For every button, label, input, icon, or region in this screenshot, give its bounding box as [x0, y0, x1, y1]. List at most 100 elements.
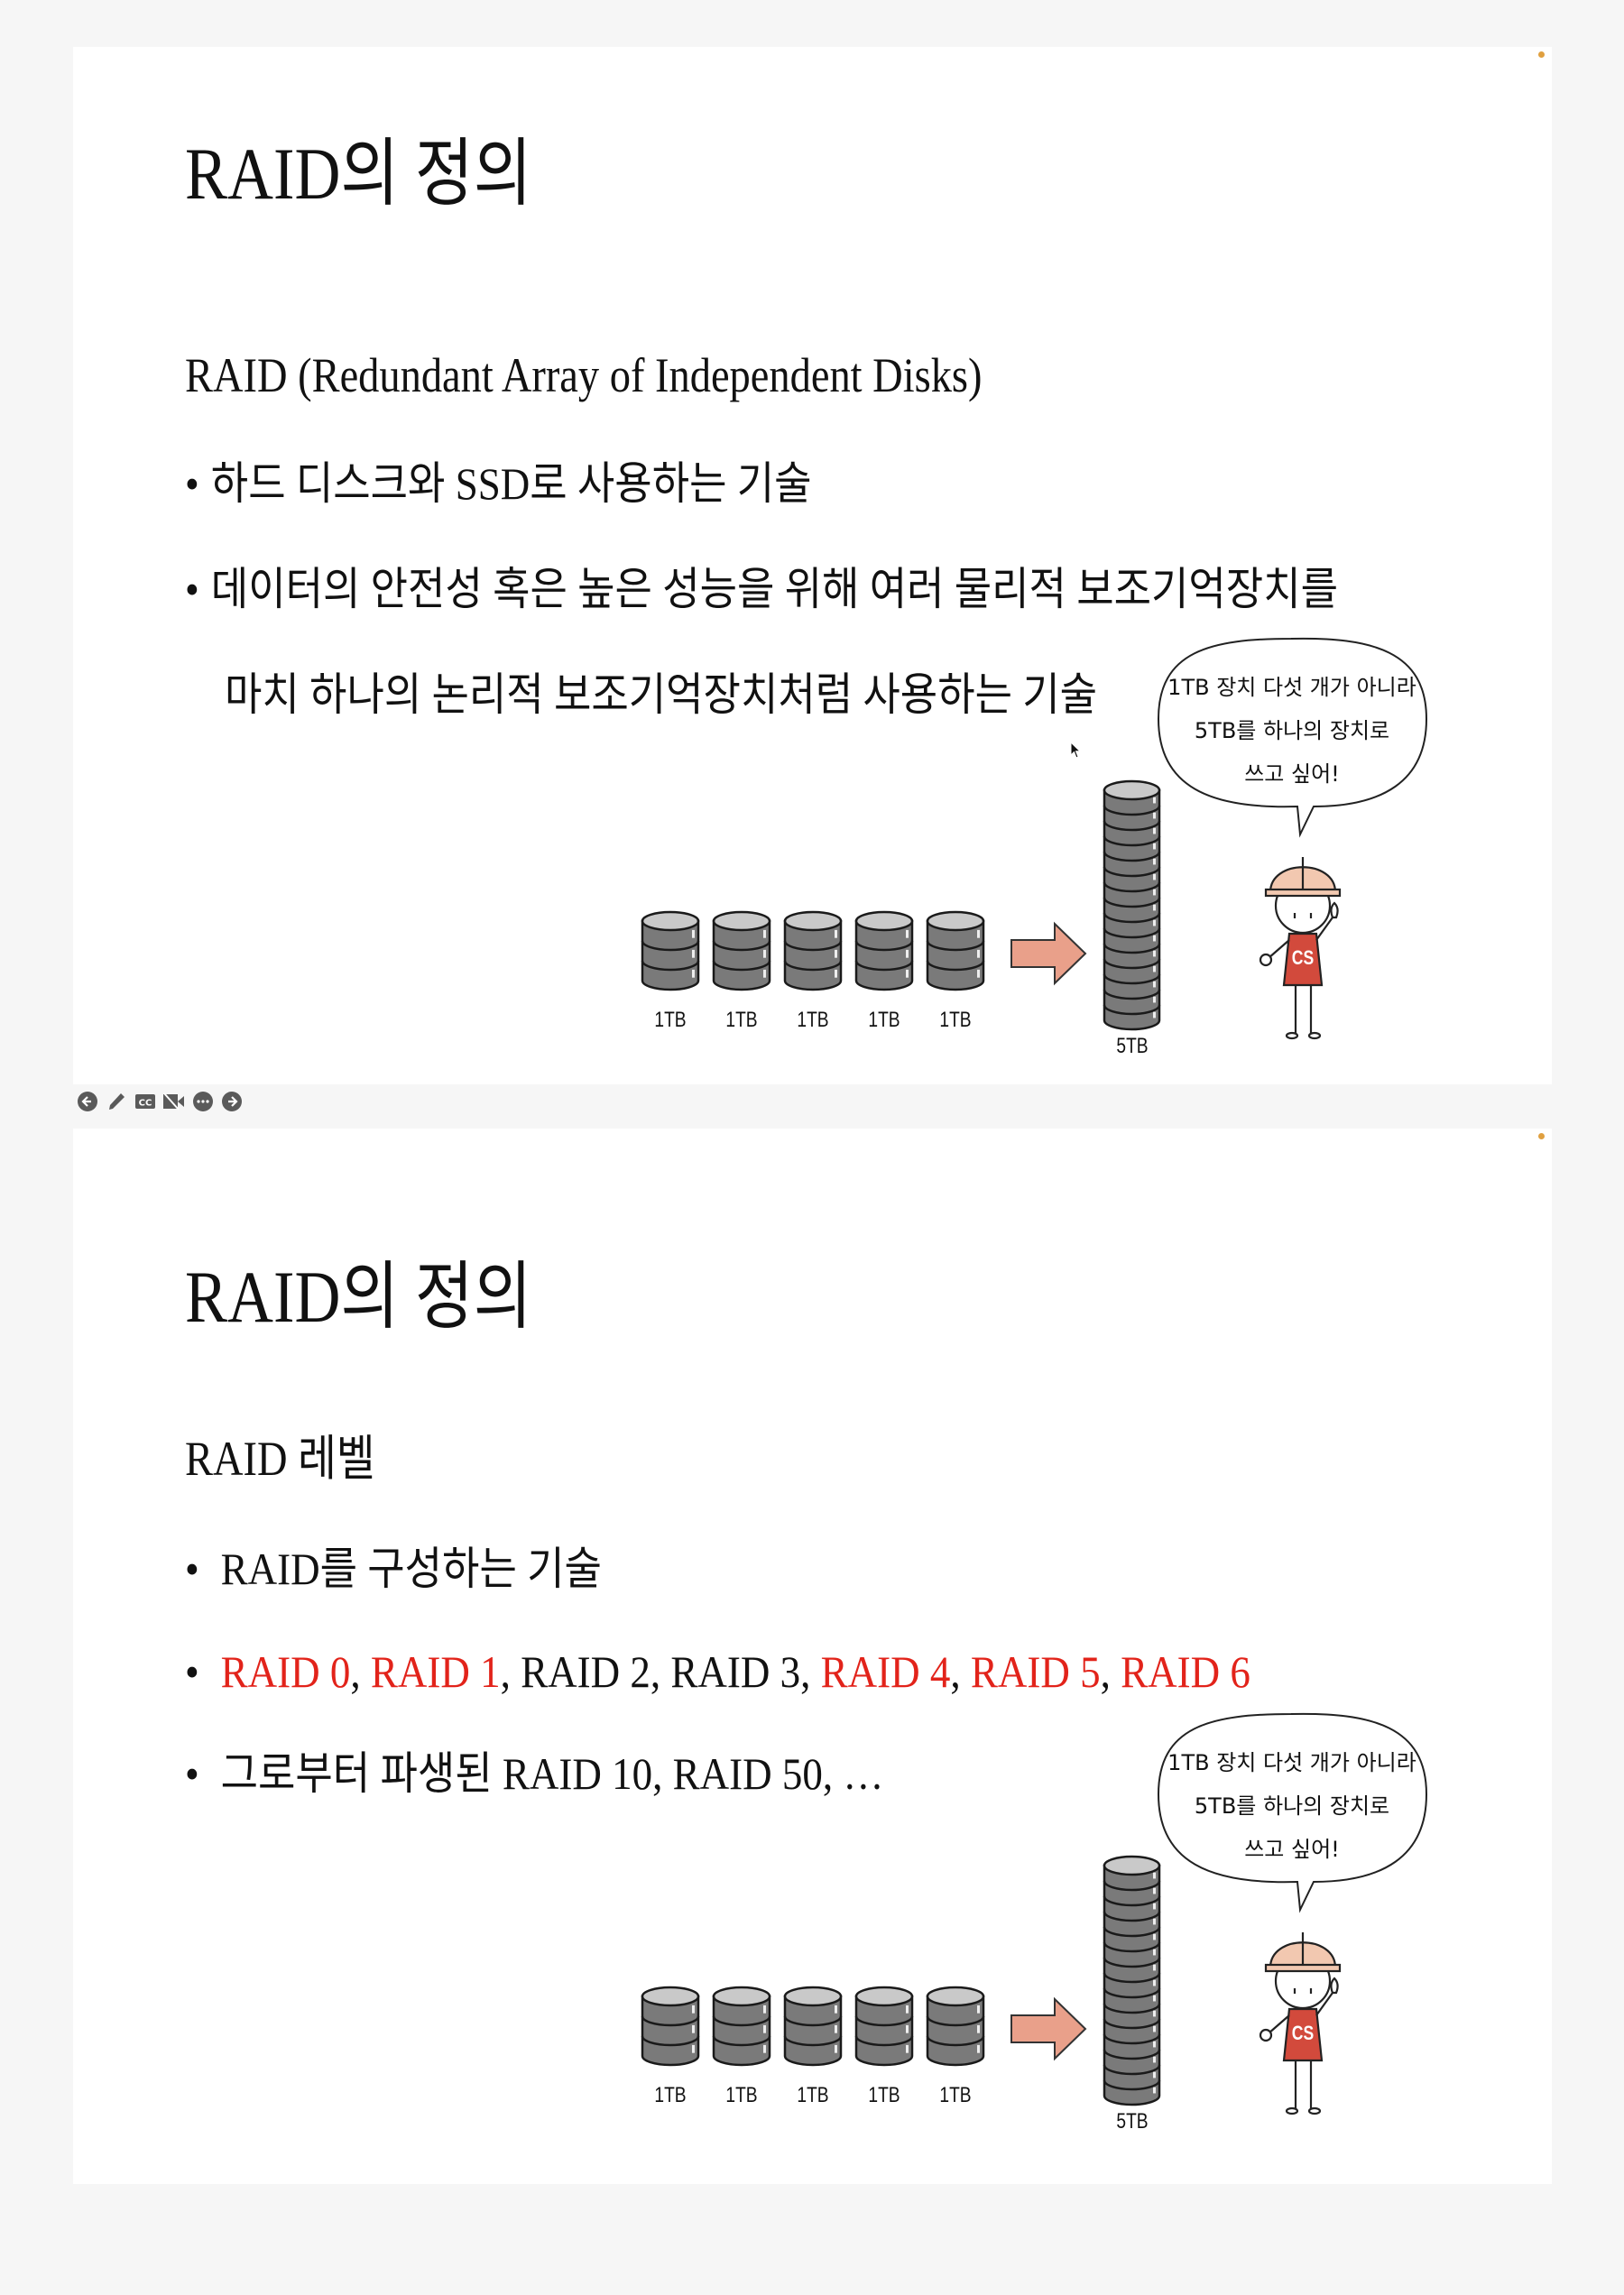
disk-layer-line	[1103, 820, 1161, 832]
disk-layer-line	[854, 2015, 914, 2027]
bullet-item: •하드 디스크와 SSD로 사용하는 기술	[185, 458, 812, 509]
disk-layer-line	[1103, 1957, 1161, 1968]
disk-layer-line	[641, 2035, 700, 2047]
disk-layer-line	[1103, 2033, 1161, 2045]
disk-layer-line	[1103, 973, 1161, 985]
raid-level-highlight: RAID 5	[970, 1646, 1101, 1697]
disk-label: 1TB	[939, 2083, 972, 2107]
raid-level-text: ,	[350, 1646, 371, 1697]
shirt-text: CS	[1291, 2022, 1315, 2044]
slide-subtitle: RAID (Redundant Array of Independent Dis…	[185, 348, 983, 402]
shirt-text: CS	[1291, 946, 1315, 969]
disk-layer-line	[1103, 851, 1161, 862]
disk-body	[712, 1995, 771, 2067]
video-off-icon[interactable]	[162, 1090, 186, 1113]
disk-1tb-icon	[783, 910, 843, 991]
bullet-item: •그로부터 파생된 RAID 10, RAID 50, …	[185, 1748, 884, 1799]
disk-layer-line	[1103, 1941, 1161, 1953]
disk-top	[712, 910, 771, 932]
disk-body	[1103, 788, 1161, 1031]
disk-layer-line	[1103, 2049, 1161, 2060]
speech-bubble-text: 1TB 장치 다섯 개가 아니라	[1167, 1750, 1416, 1775]
disk-top	[641, 1986, 700, 2007]
disk-1tb-icon	[854, 910, 914, 991]
disk-label: 1TB	[797, 2083, 829, 2107]
disk-body	[783, 919, 843, 991]
disk-layer-line	[1103, 912, 1161, 924]
disk-layer-line	[641, 2015, 700, 2027]
speech-bubble-text: 1TB 장치 다섯 개가 아니라	[1167, 675, 1416, 700]
bullet-item: •RAID 0, RAID 1, RAID 2, RAID 3, RAID 4,…	[185, 1646, 1250, 1697]
disk-layer-line	[1103, 989, 1161, 1000]
bullet-text: 그로부터 파생된 RAID 10, RAID 50, …	[220, 1748, 884, 1799]
disk-layer-line	[1103, 835, 1161, 847]
disk-layer-line	[712, 960, 771, 972]
disk-label: 1TB	[654, 1008, 687, 1032]
bullet-item: •RAID를 구성하는 기술	[185, 1544, 602, 1594]
disk-body	[1103, 1864, 1161, 2106]
disk-body	[926, 1995, 985, 2067]
disk-body	[854, 1995, 914, 2067]
disk-layer-line	[1103, 2003, 1161, 2014]
disk-1tb-icon	[641, 910, 700, 991]
arrow-right-icon[interactable]	[220, 1090, 244, 1113]
disk-layer-line	[926, 940, 985, 952]
disk-layer-line	[1103, 1987, 1161, 1999]
disk-label: 1TB	[868, 2083, 900, 2107]
disk-layer-line	[1103, 927, 1161, 939]
disk-body	[641, 1995, 700, 2067]
slide-subtitle: RAID 레벨	[185, 1432, 375, 1486]
disk-1tb-icon	[712, 1986, 771, 2067]
disk-body	[712, 919, 771, 991]
disk-layer-line	[1103, 897, 1161, 908]
slide-1: RAID의 정의 RAID (Redundant Array of Indepe…	[73, 47, 1552, 1084]
speech-bubble-text: 쓰고 싶어!	[1244, 761, 1340, 787]
raid-level-text: ,	[1100, 1646, 1121, 1697]
disk-layer-line	[1103, 958, 1161, 970]
disk-label: 1TB	[939, 1008, 972, 1032]
disk-top	[854, 1986, 914, 2007]
disk-layer-line	[1103, 2018, 1161, 2030]
speech-bubble-text: 쓰고 싶어!	[1244, 1837, 1340, 1862]
disk-layer-line	[1103, 805, 1161, 816]
disk-layer-line	[854, 2035, 914, 2047]
slide-2: RAID의 정의 RAID 레벨 •RAID를 구성하는 기술 •RAID 0,…	[73, 1129, 1552, 2184]
disk-layer-line	[1103, 1880, 1161, 1892]
more-icon[interactable]	[191, 1090, 215, 1113]
bullet-text: 데이터의 안전성 혹은 높은 성능을 위해 여러 물리적 보조기억장치를	[210, 564, 1338, 614]
disk-5tb-icon	[1103, 1855, 1161, 2106]
disk-label: 1TB	[868, 1008, 900, 1032]
disk-label: 1TB	[797, 1008, 829, 1032]
speech-bubble	[1157, 637, 1428, 838]
disk-layer-line	[926, 960, 985, 972]
bullet-item: •데이터의 안전성 혹은 높은 성능을 위해 여러 물리적 보조기억장치를	[185, 564, 1338, 614]
raid-level-highlight: RAID 6	[1121, 1646, 1250, 1697]
cs-character-icon	[1259, 1932, 1342, 2115]
disk-layer-line	[641, 940, 700, 952]
disk-layer-line	[1103, 881, 1161, 893]
arrow-right-icon	[1010, 921, 1087, 986]
disk-layer-line	[1103, 2064, 1161, 2076]
disk-1tb-icon	[712, 910, 771, 991]
presentation-toolbar: CC	[76, 1090, 244, 1113]
disk-layer-line	[1103, 1911, 1161, 1922]
disk-layer-line	[783, 2035, 843, 2047]
raid-level-highlight: RAID 0	[220, 1646, 351, 1697]
pencil-icon[interactable]	[105, 1090, 128, 1113]
disk-top	[783, 910, 843, 932]
cs-character-icon	[1259, 857, 1342, 1040]
disk-layer-line	[641, 960, 700, 972]
disk-layer-line	[1103, 1972, 1161, 1984]
bullet-text: RAID를 구성하는 기술	[220, 1544, 602, 1594]
disk-1tb-icon	[783, 1986, 843, 2067]
raid-levels-text: RAID 0, RAID 1, RAID 2, RAID 3, RAID 4, …	[221, 1646, 1250, 1697]
combined-disk-label: 5TB	[1116, 2109, 1149, 2134]
raid-level-highlight: RAID 4	[820, 1646, 951, 1697]
arrow-left-icon[interactable]	[76, 1090, 99, 1113]
disk-top	[1103, 1855, 1161, 1876]
mouse-cursor	[1070, 741, 1083, 764]
raid-level-text: ,	[950, 1646, 971, 1697]
disk-layer-line	[783, 960, 843, 972]
closed-caption-icon[interactable]: CC	[134, 1090, 157, 1113]
disk-layer-line	[1103, 943, 1161, 954]
